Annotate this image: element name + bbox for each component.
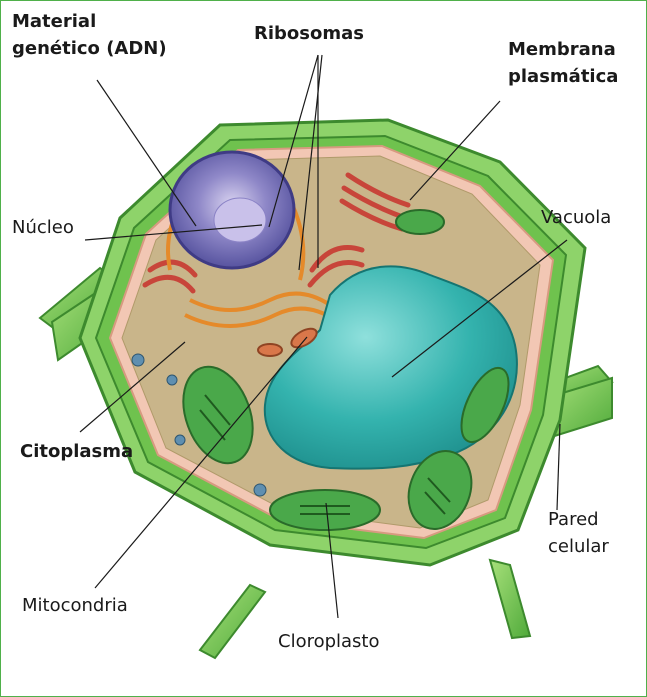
label-vacuola: Vacuola: [541, 204, 611, 231]
label-mitocondria: Mitocondria: [22, 592, 128, 619]
label-material-line2: genético (ADN): [12, 35, 167, 62]
label-material-genetico: Material genético (ADN): [12, 8, 167, 62]
label-citoplasma: Citoplasma: [20, 438, 133, 465]
nucleolus: [214, 198, 266, 242]
label-pared-line2: celular: [548, 533, 609, 560]
label-membrana-line1: Membrana: [508, 36, 618, 63]
label-cloroplasto: Cloroplasto: [278, 628, 380, 655]
label-membrana-plasmatica: Membrana plasmática: [508, 36, 618, 90]
label-membrana-line2: plasmática: [508, 63, 618, 90]
label-pared-celular: Pared celular: [548, 506, 609, 560]
label-material-line1: Material: [12, 8, 167, 35]
label-ribosomas: Ribosomas: [254, 20, 364, 47]
label-pared-line1: Pared: [548, 506, 609, 533]
label-nucleo: Núcleo: [12, 214, 74, 241]
